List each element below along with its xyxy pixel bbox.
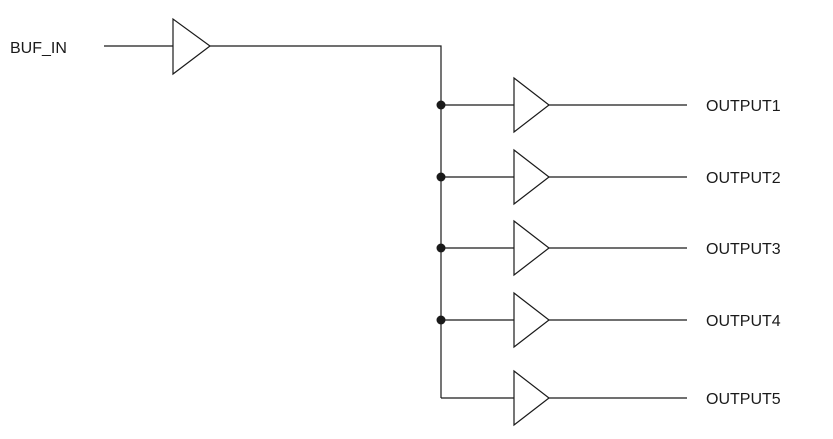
input-buffer — [172, 17, 212, 76]
output-stage-1: OUTPUT1 — [436, 76, 781, 134]
junction-dot-4 — [436, 315, 446, 325]
output-buffer-1 — [513, 76, 550, 134]
bus-wire — [210, 45, 442, 398]
output-label-4: OUTPUT4 — [706, 313, 781, 330]
output-label-3: OUTPUT3 — [706, 241, 781, 258]
output-buffer-5 — [513, 369, 550, 427]
output-buffer-3 — [513, 219, 550, 277]
output-label-1: OUTPUT1 — [706, 98, 781, 115]
output-stage-4: OUTPUT4 — [436, 291, 781, 349]
output-buffer-4 — [513, 291, 550, 349]
output-stage-2: OUTPUT2 — [436, 148, 781, 206]
output-stage-3: OUTPUT3 — [436, 219, 781, 277]
output-label-2: OUTPUT2 — [706, 170, 781, 187]
output-label-5: OUTPUT5 — [706, 391, 781, 408]
output-stage-5: OUTPUT5 — [441, 369, 781, 427]
junction-dot-2 — [436, 172, 446, 182]
input-stage: BUF_IN — [10, 17, 442, 398]
input-label: BUF_IN — [10, 40, 67, 57]
junction-dot-3 — [436, 243, 446, 253]
junction-dot-1 — [436, 100, 446, 110]
output-buffer-2 — [513, 148, 550, 206]
